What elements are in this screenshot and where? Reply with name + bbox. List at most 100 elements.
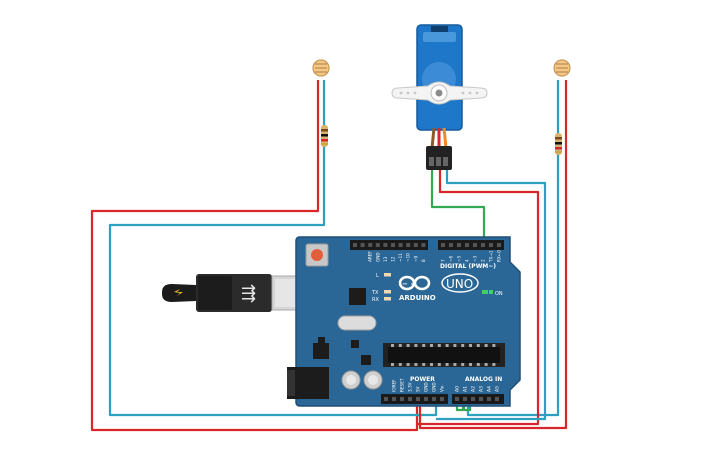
power-pin-label: GND — [432, 382, 437, 392]
bottom-pin[interactable] — [479, 397, 483, 401]
bottom-pin[interactable] — [408, 397, 412, 401]
digital-pin[interactable] — [421, 243, 426, 247]
usb-chip — [349, 288, 366, 305]
led-rx — [384, 297, 391, 301]
model-text: UNO — [446, 277, 473, 291]
led-on — [482, 290, 488, 294]
led-label-l: L — [376, 273, 379, 279]
atmega-pin — [398, 363, 402, 366]
bottom-pin[interactable] — [495, 397, 499, 401]
power-pin-label: 5V — [416, 386, 421, 392]
usb-icon: ⇶ — [241, 283, 256, 304]
atmega-pin — [461, 344, 465, 347]
bottom-pin[interactable] — [384, 397, 388, 401]
analog-pin-label: A1 — [463, 386, 469, 392]
brand-text: ARDUINO — [399, 294, 436, 302]
bottom-pin[interactable] — [432, 397, 436, 401]
bottom-pin[interactable] — [400, 397, 404, 401]
arduino-logo-icon — [398, 275, 431, 291]
atmega-pin — [445, 363, 449, 366]
digital-pin[interactable] — [481, 243, 485, 247]
digital-pin-label: ~9 — [413, 255, 418, 262]
bottom-pin[interactable] — [471, 397, 475, 401]
resistor-left[interactable] — [321, 125, 328, 147]
analog-pin-label: A0 — [455, 386, 461, 392]
atmega-pin — [476, 344, 480, 347]
digital-pin[interactable] — [457, 243, 461, 247]
digital-pin[interactable] — [360, 243, 365, 247]
digital-pin-label: ~5 — [457, 255, 462, 262]
resistor-right[interactable] — [555, 133, 562, 155]
digital-pin[interactable] — [391, 243, 395, 247]
usb-cable[interactable]: ⇶ — [162, 274, 317, 312]
small-chip-2 — [361, 355, 371, 365]
atmega-pin — [437, 363, 441, 366]
servo[interactable] — [391, 24, 488, 170]
bottom-pin[interactable] — [463, 397, 467, 401]
bottom-pin[interactable] — [440, 397, 444, 401]
wire-blue-servo[interactable] — [436, 170, 547, 421]
atmega-pin — [398, 344, 402, 347]
atmega-pin — [484, 344, 488, 347]
atmega-pin — [391, 363, 394, 366]
digital-pin-label: TX→1 — [489, 250, 494, 263]
crystal — [337, 315, 377, 331]
digital-pin-label: AREF — [368, 251, 373, 262]
usb-cable-strain — [162, 284, 196, 302]
header-power — [381, 394, 448, 404]
wire-blue-left-ldr[interactable] — [108, 80, 438, 417]
atmega-pin — [461, 363, 465, 366]
power-pin-label: Vin — [440, 385, 445, 392]
power-pin-label: IOREF — [392, 379, 397, 392]
atmega-pin — [391, 344, 394, 347]
digital-pin[interactable] — [449, 243, 453, 247]
digital-pin[interactable] — [497, 243, 501, 247]
led-label-rx: RX — [372, 297, 379, 303]
wire-red-servo[interactable] — [418, 170, 540, 426]
digital-pin-label: ~3 — [473, 255, 478, 262]
atmega-pin — [476, 363, 480, 366]
atmega-pin — [469, 344, 472, 347]
bottom-pin-holes — [384, 397, 499, 401]
power-pin-label: 3.3V — [408, 382, 413, 392]
ldr-right[interactable] — [553, 59, 571, 77]
on-label: ON — [495, 291, 503, 297]
digital-pin[interactable] — [489, 243, 493, 247]
digital-pin-label: 13 — [383, 256, 388, 262]
digital-pin[interactable] — [406, 243, 411, 247]
digital-pin[interactable] — [398, 243, 403, 247]
digital-pin[interactable] — [375, 243, 380, 247]
wire-red-right-ldr[interactable] — [418, 80, 568, 430]
digital-pin[interactable] — [353, 243, 357, 247]
digital-pin[interactable] — [413, 243, 418, 247]
atmega-pin — [406, 363, 410, 366]
bottom-pin[interactable] — [455, 397, 459, 401]
bottom-pin[interactable] — [487, 397, 491, 401]
digital-pin[interactable] — [465, 243, 469, 247]
digital-pin[interactable] — [368, 243, 373, 247]
digital-pin[interactable] — [473, 243, 477, 247]
atmega-pin — [422, 363, 426, 366]
digital-pin[interactable] — [383, 243, 388, 247]
ldr-left[interactable] — [312, 59, 330, 77]
voltage-regulator — [313, 343, 329, 359]
header-digital-left — [350, 240, 428, 250]
led-tx — [384, 290, 391, 294]
digital-pin[interactable] — [441, 243, 445, 247]
atmega-pin — [430, 344, 433, 347]
ldr-left-track — [315, 63, 327, 73]
analog-pin-label: A2 — [471, 386, 477, 392]
bottom-pin[interactable] — [416, 397, 420, 401]
wire-green-servo[interactable] — [430, 170, 486, 246]
digital-pin-label: 8 — [421, 259, 426, 262]
wire-red-left-ldr[interactable] — [90, 80, 419, 432]
atmega-pin — [414, 344, 418, 347]
analog-pin-label: A5 — [495, 386, 501, 392]
digital-pin-label: ~10 — [406, 253, 411, 262]
bottom-pin[interactable] — [424, 397, 428, 401]
analog-pin-label: A4 — [487, 386, 493, 392]
bottom-pin[interactable] — [392, 397, 396, 401]
